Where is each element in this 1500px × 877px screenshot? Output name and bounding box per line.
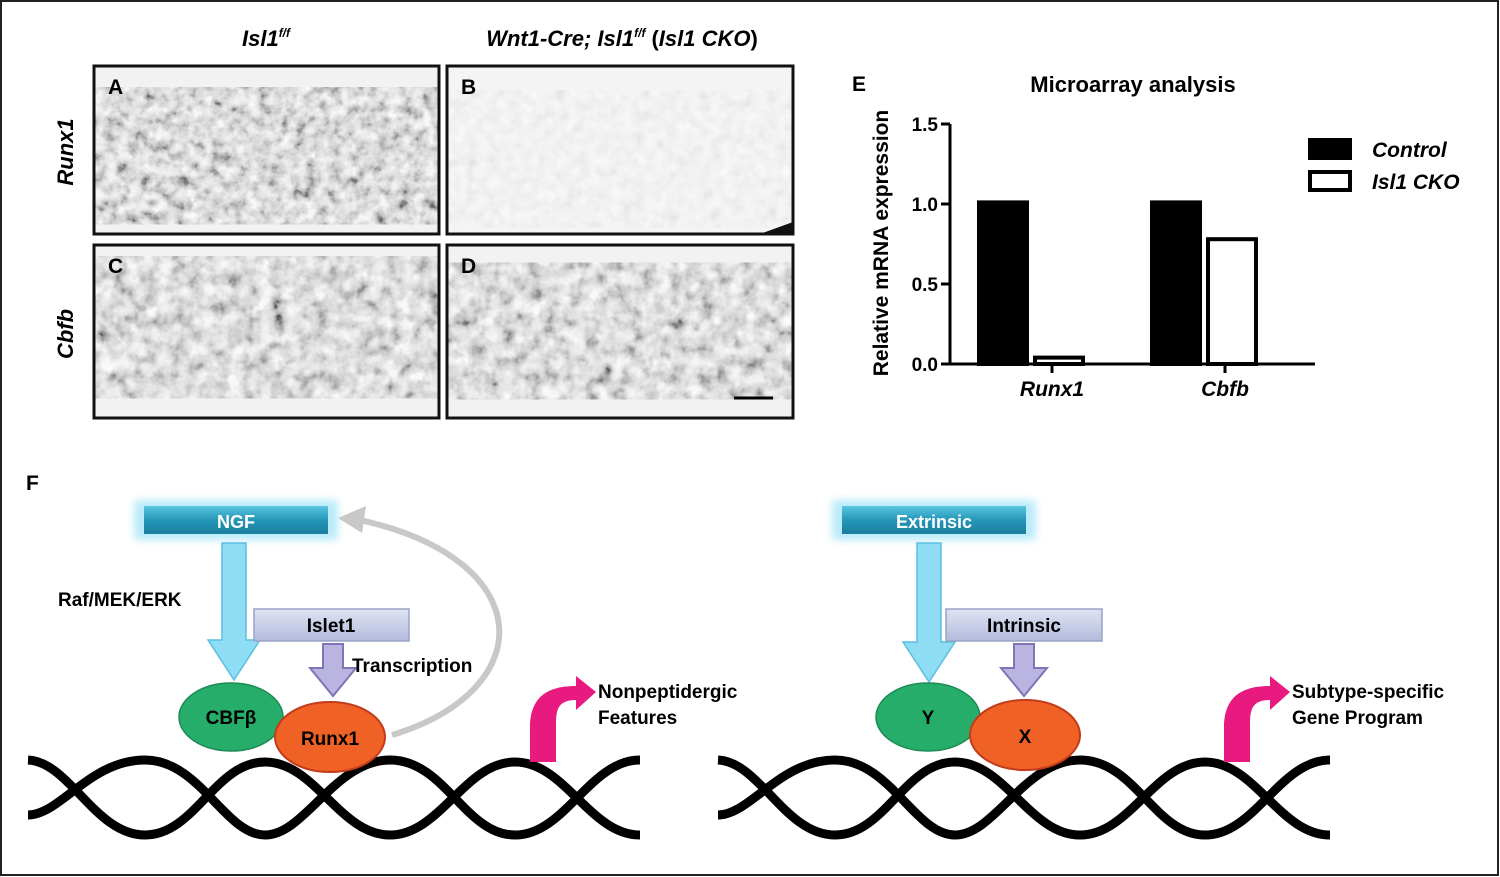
transcription-label: Transcription [352, 656, 472, 677]
bar-isl1-cko-runx1 [1033, 355, 1085, 367]
extrinsic-label: Extrinsic [896, 512, 972, 532]
panel-letter-d: D [461, 255, 476, 278]
panel-letter-e: E [852, 73, 866, 96]
micrograph-c: C [92, 243, 441, 420]
islet1-box [253, 608, 410, 642]
y-tick-label: 1.5 [912, 115, 939, 136]
chart-title: Microarray analysis [1030, 72, 1235, 97]
pathway-label: Raf/MEK/ERK [58, 590, 182, 611]
control-header: Isl1f/f [242, 26, 291, 51]
panel-letter-b: B [461, 76, 476, 99]
x-label: X [1019, 727, 1032, 748]
micrograph-d: D [445, 243, 795, 420]
x-oval [969, 699, 1081, 771]
bar-control-cbfb [1150, 200, 1202, 366]
regulator-arrow-right [998, 643, 1050, 698]
bar-control-runx1 [977, 200, 1029, 366]
runx1-label: Runx1 [301, 729, 360, 750]
dna-helix-left [27, 755, 641, 840]
signal-arrow-left [206, 542, 262, 682]
micrograph-a: A [92, 64, 441, 236]
diagram-right: Extrinsic Intrinsic Y X Subtype-specific… [717, 500, 1444, 840]
panel-letter-f: F [26, 472, 39, 495]
panel-letter-a: A [108, 76, 123, 99]
output-label-right-2: Gene Program [1292, 708, 1423, 729]
legend-swatch [1308, 138, 1352, 160]
extrinsic-box [842, 506, 1026, 534]
x-tick-label: Cbfb [1201, 378, 1249, 401]
feedback-arrowhead [338, 506, 366, 533]
y-tick-label: 0.0 [912, 355, 938, 376]
row-label-runx1: Runx1 [53, 118, 78, 185]
chart-bars: Runx1 Cbfb [977, 200, 1258, 401]
output-arrow-left [530, 676, 596, 762]
islet1-label: Islet1 [307, 616, 356, 637]
output-label-left-2: Features [598, 708, 677, 729]
bar-chart: E Microarray analysis Relative mRNA expr… [852, 72, 1460, 401]
diagram-left: NGF Raf/MEK/ERK Islet1 Transcription CBF… [27, 500, 738, 840]
runx1-oval [274, 701, 386, 773]
feedback-arrow [359, 517, 503, 738]
legend-label: Control [1372, 139, 1448, 162]
bar-isl1-cko-cbfb [1206, 237, 1258, 366]
micrograph-b: B [445, 64, 795, 236]
x-tick-label: Runx1 [1020, 378, 1084, 401]
legend-swatch [1308, 170, 1352, 192]
regulator-arrow-left [307, 643, 359, 698]
intrinsic-box [945, 608, 1103, 642]
y-axis-label: Relative mRNA expression [870, 110, 893, 377]
panel-letter-c: C [108, 255, 123, 278]
y-tick-label: 1.0 [912, 195, 938, 216]
output-label-left-1: Nonpeptidergic [598, 682, 738, 703]
cbfb-label: CBFβ [206, 708, 257, 729]
dna-helix-right [717, 755, 1331, 840]
intrinsic-label: Intrinsic [987, 616, 1061, 637]
ngf-box [144, 506, 328, 534]
output-arrow-right [1224, 676, 1290, 762]
ngf-label: NGF [217, 512, 255, 532]
y-tick-label: 0.5 [912, 275, 939, 296]
legend-label: Isl1 CKO [1372, 171, 1460, 194]
y-label: Y [922, 708, 935, 729]
cbfb-oval [178, 682, 284, 752]
row-label-cbfb: Cbfb [53, 309, 78, 359]
signal-arrow-right [901, 542, 957, 684]
cko-header: Wnt1-Cre; Isl1f/f(Isl1 CKO) [486, 26, 758, 51]
output-label-right-1: Subtype-specific [1292, 682, 1444, 703]
